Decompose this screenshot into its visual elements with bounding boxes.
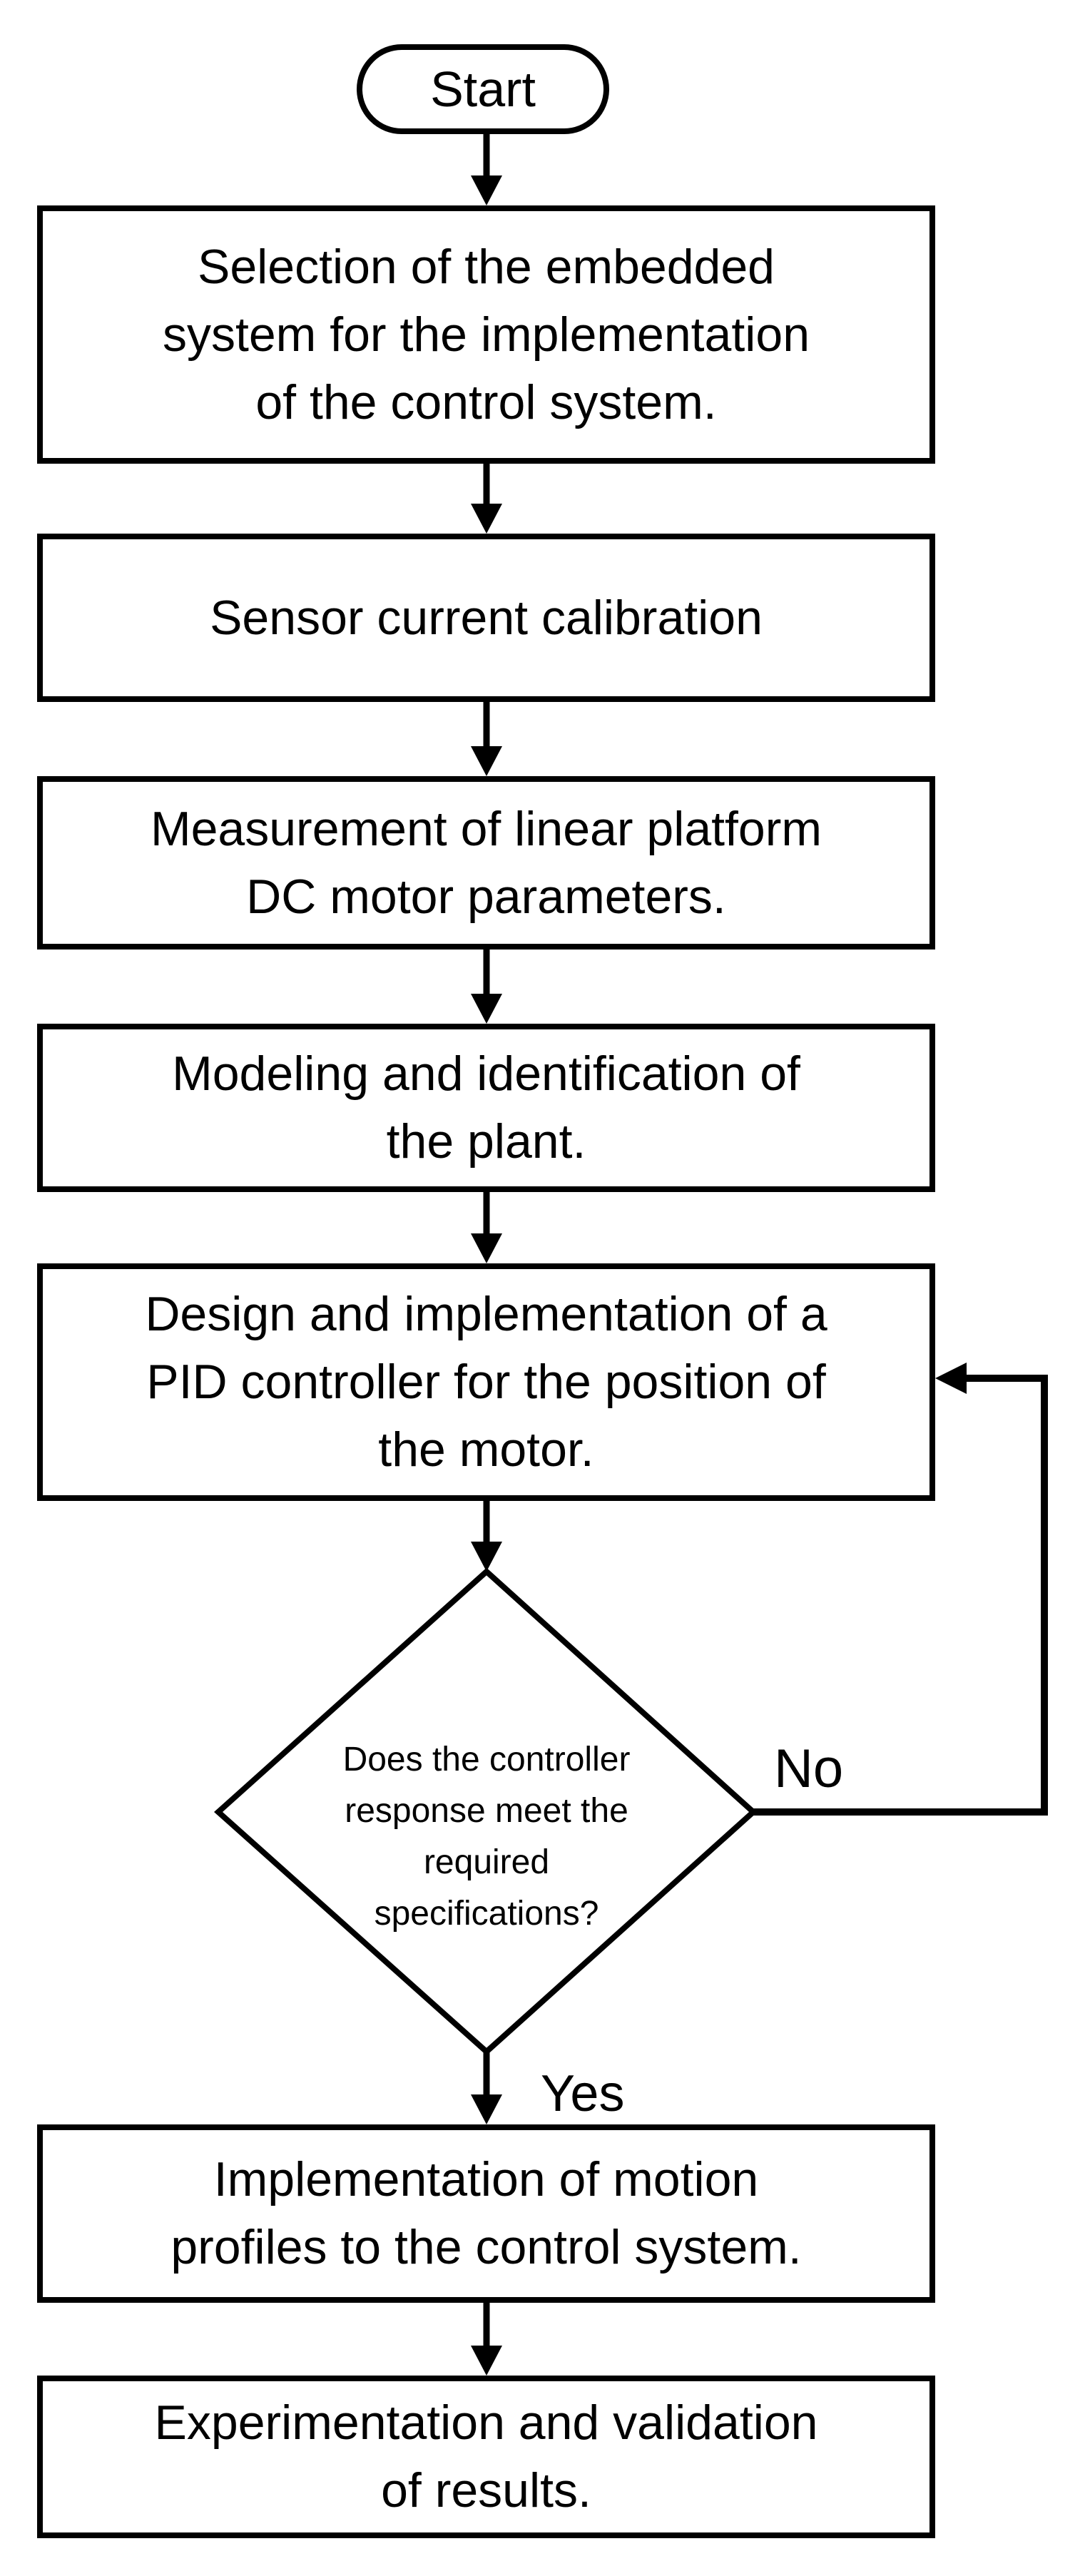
process-experimentation-validation: Experimentation and validation of result… (37, 2376, 935, 2538)
flow-arrow-pid-to-decision (471, 1501, 502, 1572)
flow-arrow-selection-to-calibration (471, 464, 502, 534)
start-label: Start (430, 61, 536, 117)
flow-arrow-motion-to-experimentation (471, 2303, 502, 2376)
process-label: Selection of the embedded system for the… (162, 239, 810, 429)
flow-arrow-calibration-to-measurement (471, 702, 502, 776)
process-pid-controller-design: Design and implementation of a PID contr… (37, 1263, 935, 1501)
decision-controller-spec-check-label: Does the controller response meet the re… (342, 1741, 631, 1933)
process-measure-dc-motor-parameters: Measurement of linear platform DC motor … (37, 776, 935, 950)
process-sensor-current-calibration: Sensor current calibration (37, 534, 935, 702)
process-select-embedded-system: Selection of the embedded system for the… (37, 205, 935, 464)
flow-arrow-start-to-selection (471, 133, 502, 205)
no-feedback-arrow (753, 1363, 1048, 1816)
start-terminator: Start (357, 44, 609, 134)
process-label: Measurement of linear platform DC motor … (150, 801, 822, 924)
process-motion-profiles: Implementation of motion profiles to the… (37, 2124, 935, 2303)
flow-arrow-measurement-to-modeling (471, 950, 502, 1024)
process-label: Design and implementation of a PID contr… (145, 1287, 827, 1477)
process-label: Sensor current calibration (210, 590, 763, 645)
yes-branch-label: Yes (541, 2065, 625, 2122)
flow-arrow-decision-to-motion (471, 2052, 502, 2124)
process-label: Implementation of motion profiles to the… (170, 2152, 802, 2274)
flow-arrow-modeling-to-pid (471, 1192, 502, 1263)
process-label: Experimentation and validation of result… (154, 2396, 818, 2518)
no-branch-label: No (774, 1738, 844, 1799)
process-modeling-identification: Modeling and identification of the plant… (37, 1024, 935, 1192)
process-label: Modeling and identification of the plant… (172, 1047, 800, 1169)
